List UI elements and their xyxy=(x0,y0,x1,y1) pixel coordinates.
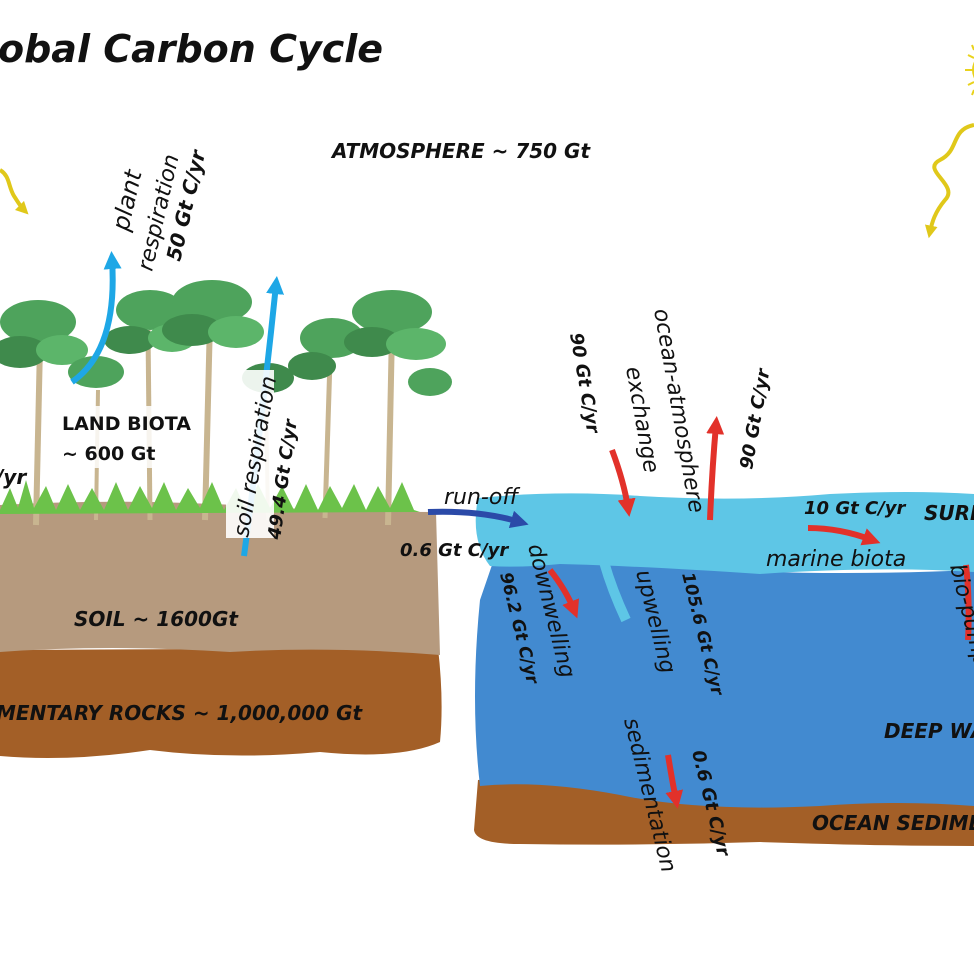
atmosphere-to-ocean-arrow xyxy=(609,448,636,517)
runoff-label: run-off xyxy=(444,485,520,510)
bio-pump-arrow xyxy=(963,564,972,641)
diagram-title: obal Carbon Cycle xyxy=(0,27,383,71)
partial-flux-left: /yr xyxy=(0,465,27,489)
atmosphere-label: ATMOSPHERE ~ 750 Gt xyxy=(330,139,591,163)
ocean-sediment-label: OCEAN SEDIME xyxy=(812,811,974,835)
runoff-flux: 0.6 Gt C/yr xyxy=(400,540,509,561)
tree-icon xyxy=(288,318,364,519)
tree-icon xyxy=(0,300,88,526)
rock-layer xyxy=(0,648,442,758)
tree-icon xyxy=(344,290,452,526)
sun-icon xyxy=(965,44,974,96)
soil-label: SOIL ~ 1600Gt xyxy=(74,607,239,631)
exchange-label-2: exchange xyxy=(620,365,663,475)
rocks-label: MENTARY ROCKS ~ 1,000,000 Gt xyxy=(0,701,364,725)
tree-icon xyxy=(162,280,264,521)
marine-biota-label: marine biota xyxy=(766,547,906,572)
flux-atm-to-ocean: 90 Gt C/yr xyxy=(565,331,603,436)
soil-layer xyxy=(0,501,440,655)
sedimentation-arrow xyxy=(665,754,684,809)
runoff-arrow xyxy=(427,508,529,529)
downwelling-arrow xyxy=(547,568,580,619)
land-biota-amount: ~ 600 Gt xyxy=(62,443,156,465)
land-biota-title: LAND BIOTA xyxy=(62,413,191,435)
deep-water xyxy=(475,563,974,808)
forest xyxy=(0,280,452,526)
surface-water-label: SURF xyxy=(924,501,974,525)
upwelling-arrow xyxy=(599,560,631,623)
sunlight-arrow-icon xyxy=(924,123,974,239)
exchange-label-1: ocean-atmosphere xyxy=(648,307,709,515)
land-biota-label: LAND BIOTA ~ 600 Gt xyxy=(56,406,194,468)
deep-water-label: DEEP WA xyxy=(884,719,974,743)
soil-respiration-label-bg xyxy=(226,370,274,538)
marine-biota-arrow xyxy=(807,525,881,546)
grass xyxy=(0,480,420,514)
upwelling-arrow-head xyxy=(596,540,616,564)
flux-ocean-to-atm: 90 Gt C/yr xyxy=(736,366,774,471)
sunlight-arrow-icon xyxy=(0,168,29,215)
ocean-to-atmosphere-arrow xyxy=(706,416,725,521)
plant-respiration-label-1: plant xyxy=(106,166,148,234)
ocean-sediment-layer xyxy=(474,776,974,846)
plant-respiration-arrow xyxy=(70,251,122,385)
marine-biota-flux: 10 Gt C/yr xyxy=(804,498,906,519)
